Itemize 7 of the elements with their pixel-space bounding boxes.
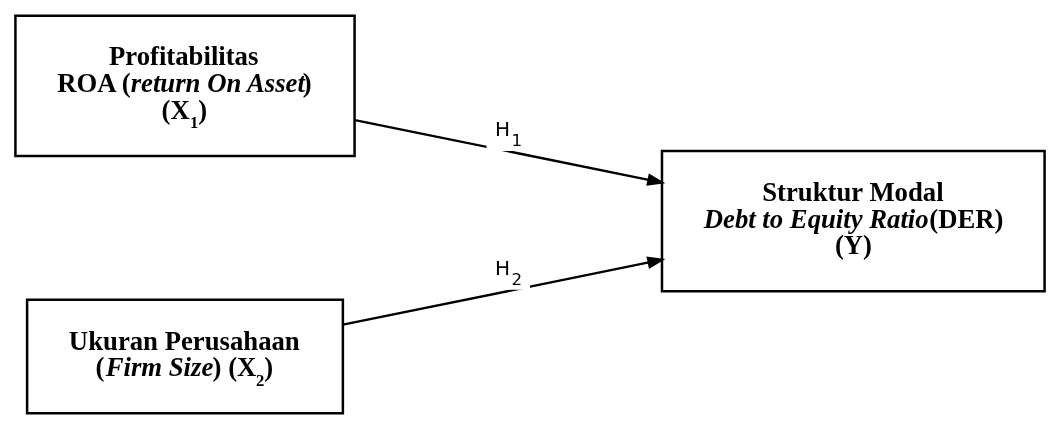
node-box: Struktur Modal Debt to Equity Ratio(DER) (Y) [660,149,1046,293]
node-box: Profitabilitas ROA (return On Asset) (X$_{1}$) [14,13,356,157]
node-box: Ukuran Perusahaan (Firm Size) (X$_{2}$) [25,297,345,415]
arrow [342,256,666,326]
edge-label: H$_{1}$ [494,116,523,150]
arrow [354,118,666,186]
edge-label: H$_{2}$ [494,255,523,289]
